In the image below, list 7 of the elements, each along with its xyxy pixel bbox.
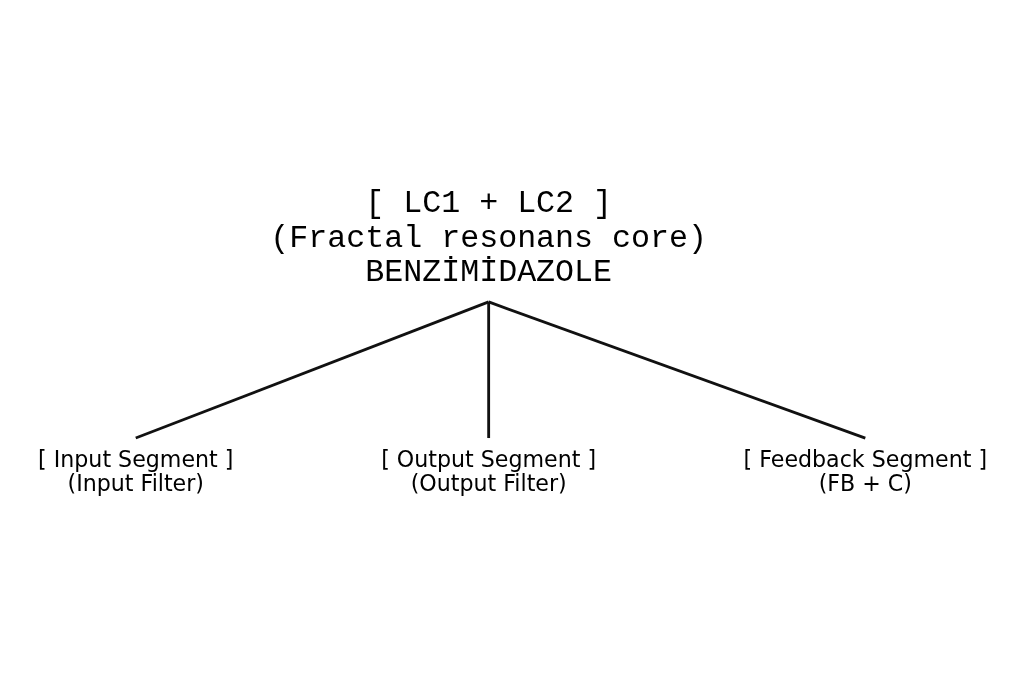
connector xyxy=(487,301,491,439)
node-text: [ LC1 + LC2 ] (Fractal resonans core) BENZİMİDAZOLE xyxy=(270,185,708,292)
node-text: [ Input Segment ] (Input Filter) xyxy=(38,445,234,496)
connector xyxy=(488,300,866,440)
connector xyxy=(135,300,490,440)
node-text: [ Feedback Segment ] (FB + C) xyxy=(743,445,988,496)
node-text: [ Output Segment ] (Output Filter) xyxy=(381,445,597,496)
